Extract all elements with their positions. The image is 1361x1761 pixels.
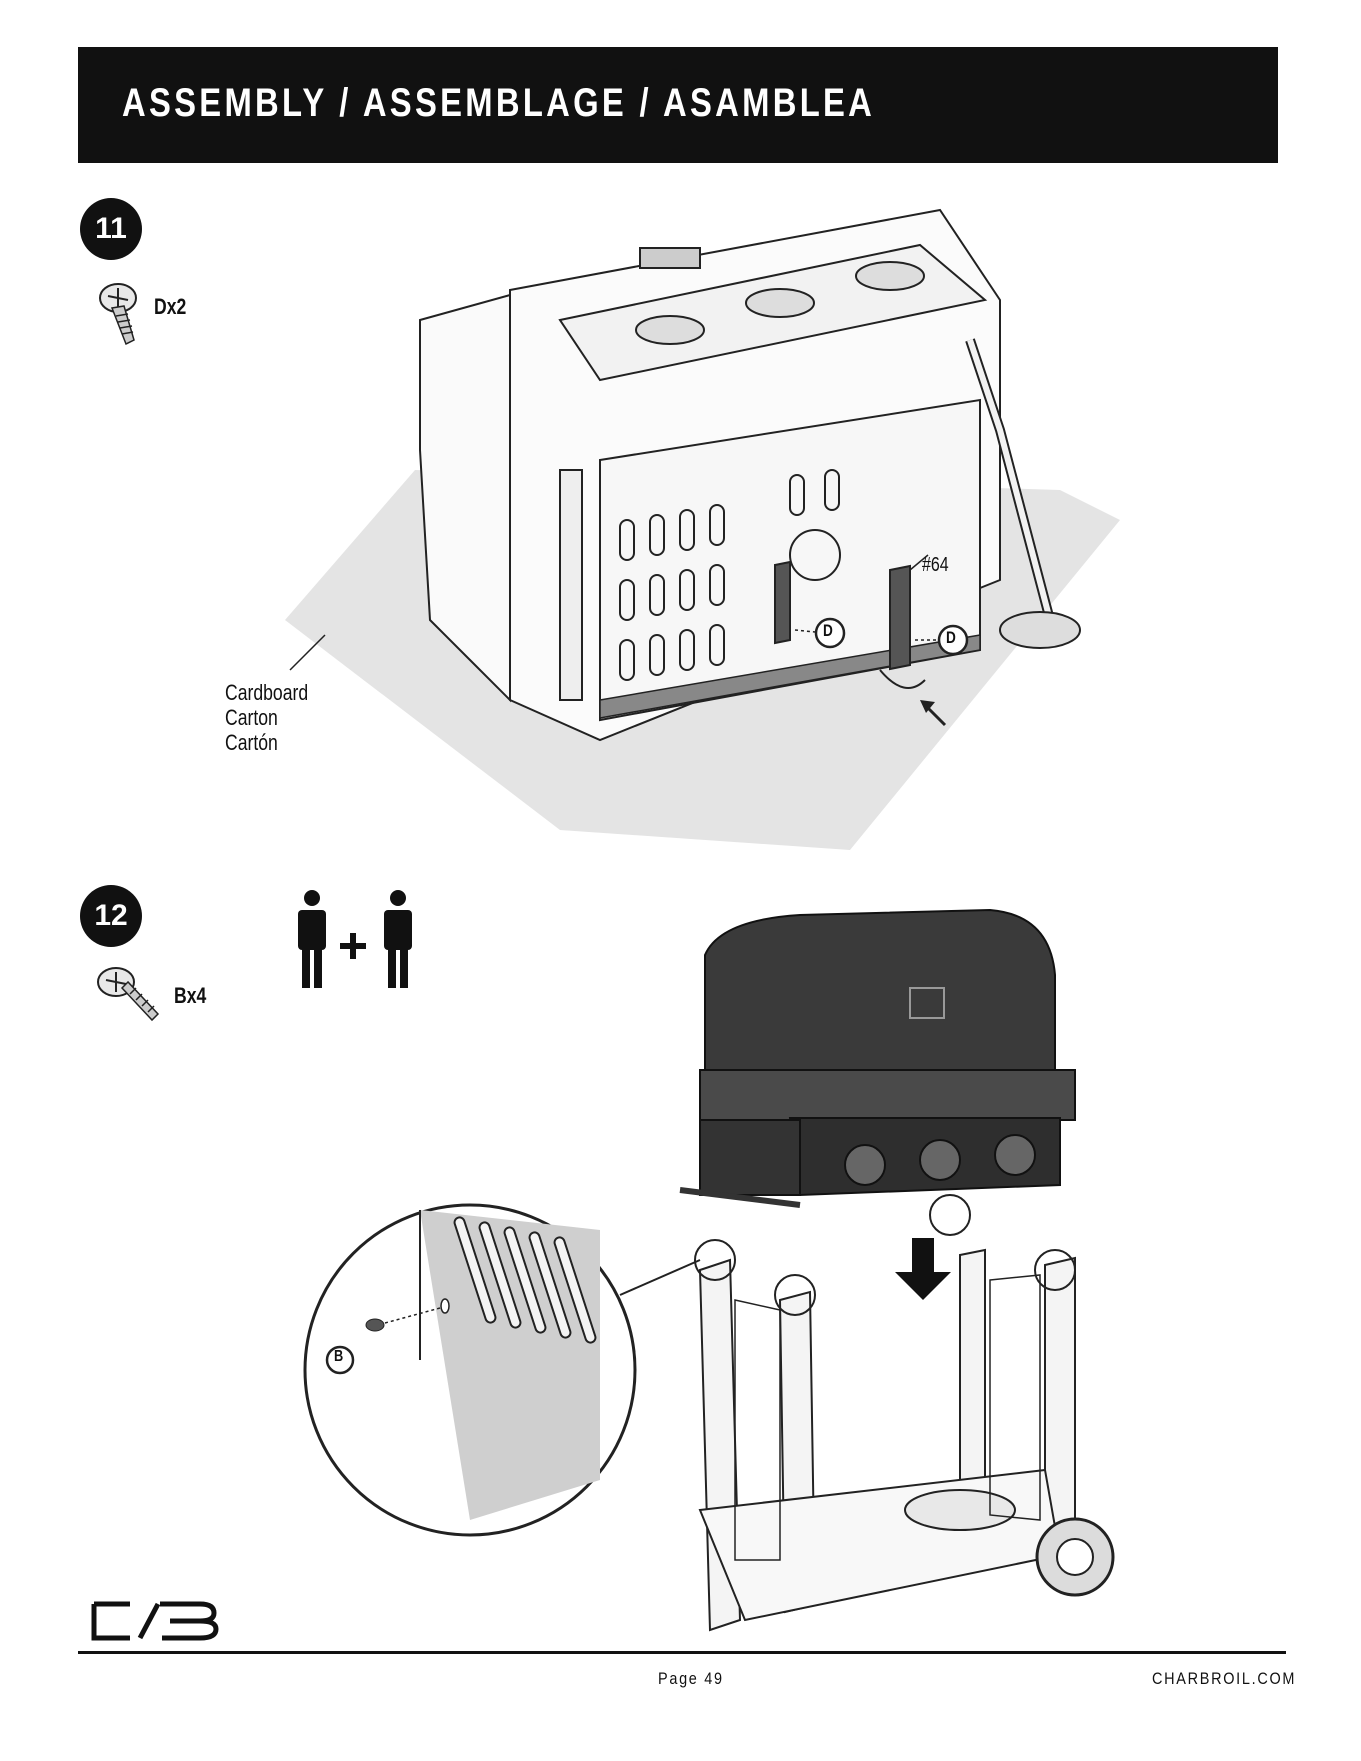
footer-rule: [78, 1651, 1286, 1654]
step-12-illustration: [0, 0, 1361, 1680]
cb-logo-icon: [90, 1600, 230, 1642]
page-number: Page 49: [658, 1669, 724, 1689]
fastener-letter-b: B: [334, 1348, 343, 1366]
website: CHARBROIL.COM: [1152, 1669, 1296, 1689]
